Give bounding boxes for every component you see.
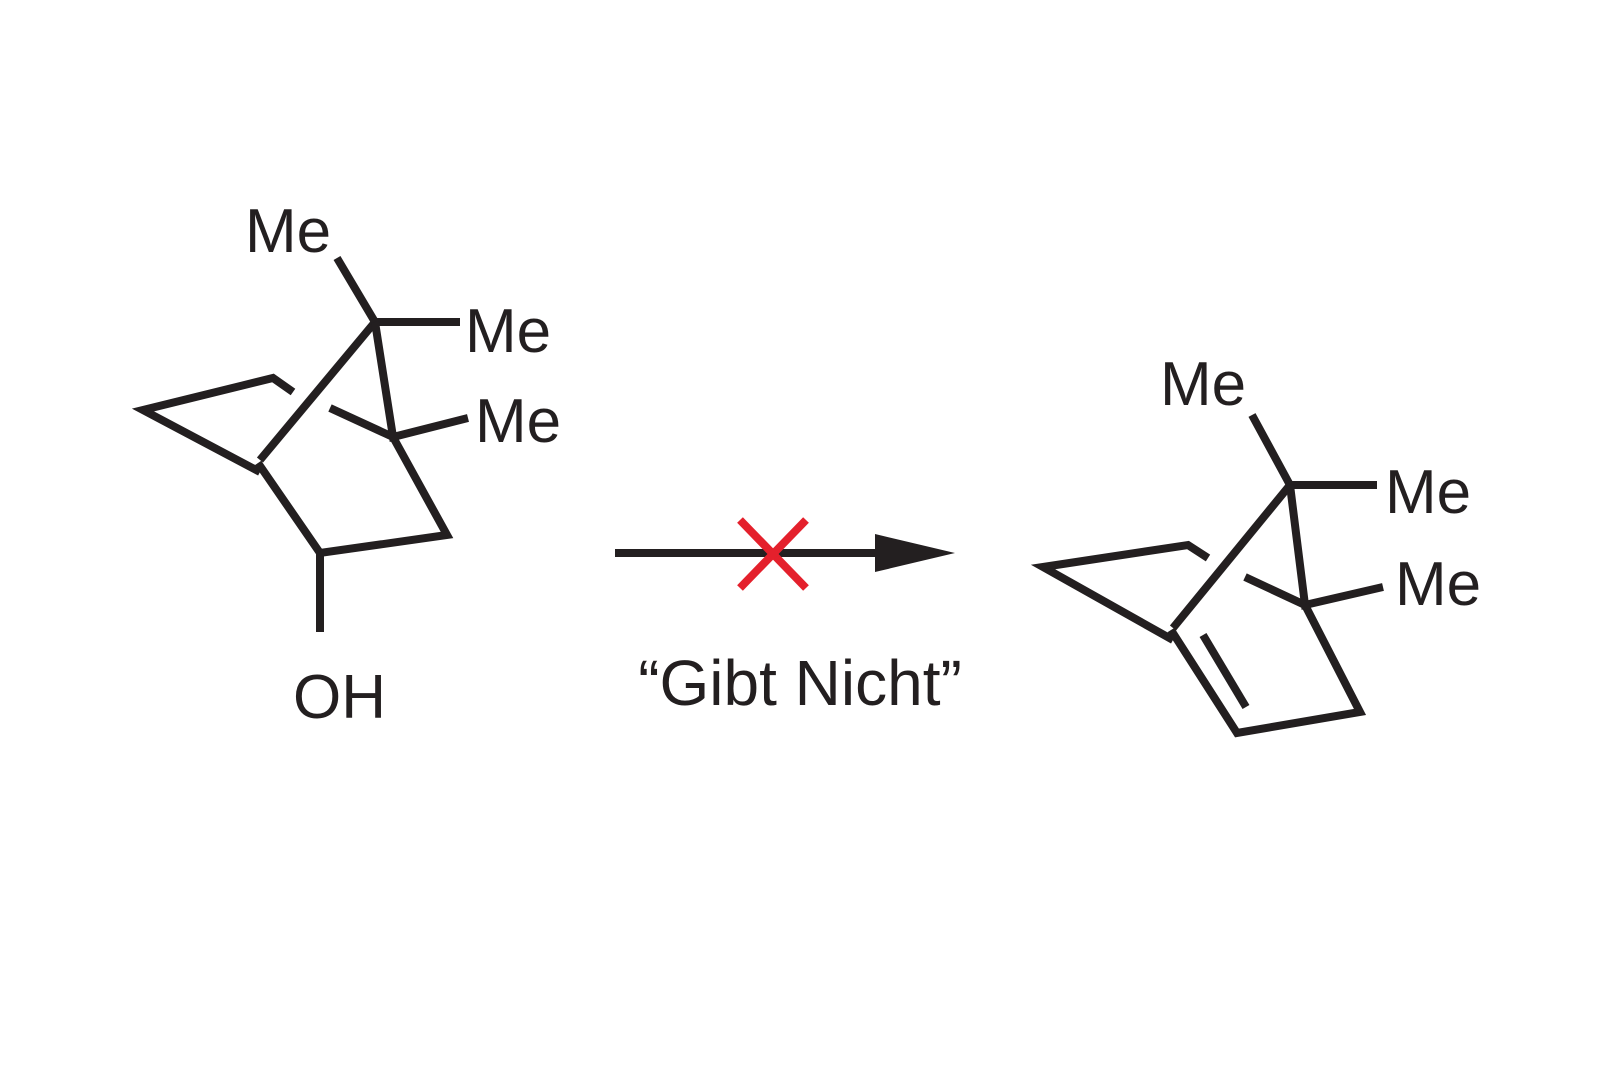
product-molecule: Me Me Me bbox=[1030, 350, 1481, 738]
bond bbox=[333, 255, 460, 326]
bond bbox=[328, 404, 395, 441]
bond bbox=[1167, 603, 1367, 738]
bond bbox=[1286, 484, 1384, 610]
methyl-label: Me bbox=[1395, 550, 1481, 619]
bond bbox=[1169, 482, 1294, 631]
bond bbox=[1248, 413, 1377, 489]
methyl-label: Me bbox=[245, 197, 331, 266]
methyl-label: Me bbox=[1160, 350, 1246, 419]
bond bbox=[371, 321, 469, 442]
arrow-head bbox=[875, 534, 955, 572]
methyl-label: Me bbox=[475, 387, 561, 456]
hydroxyl-label: OH bbox=[293, 663, 386, 732]
reactant-molecule: Me Me Me OH bbox=[131, 197, 561, 732]
bond bbox=[256, 319, 379, 463]
methyl-label: Me bbox=[465, 297, 551, 366]
bond bbox=[1243, 573, 1307, 609]
bond bbox=[131, 373, 296, 476]
methyl-label: Me bbox=[1385, 458, 1471, 527]
bond bbox=[254, 435, 454, 558]
blocked-cross-icon bbox=[737, 517, 809, 591]
bond bbox=[1030, 540, 1211, 644]
reaction-arrow: “Gibt Nicht” bbox=[615, 517, 962, 719]
condition-label: “Gibt Nicht” bbox=[638, 647, 962, 719]
double-bond-inner bbox=[1199, 632, 1250, 710]
